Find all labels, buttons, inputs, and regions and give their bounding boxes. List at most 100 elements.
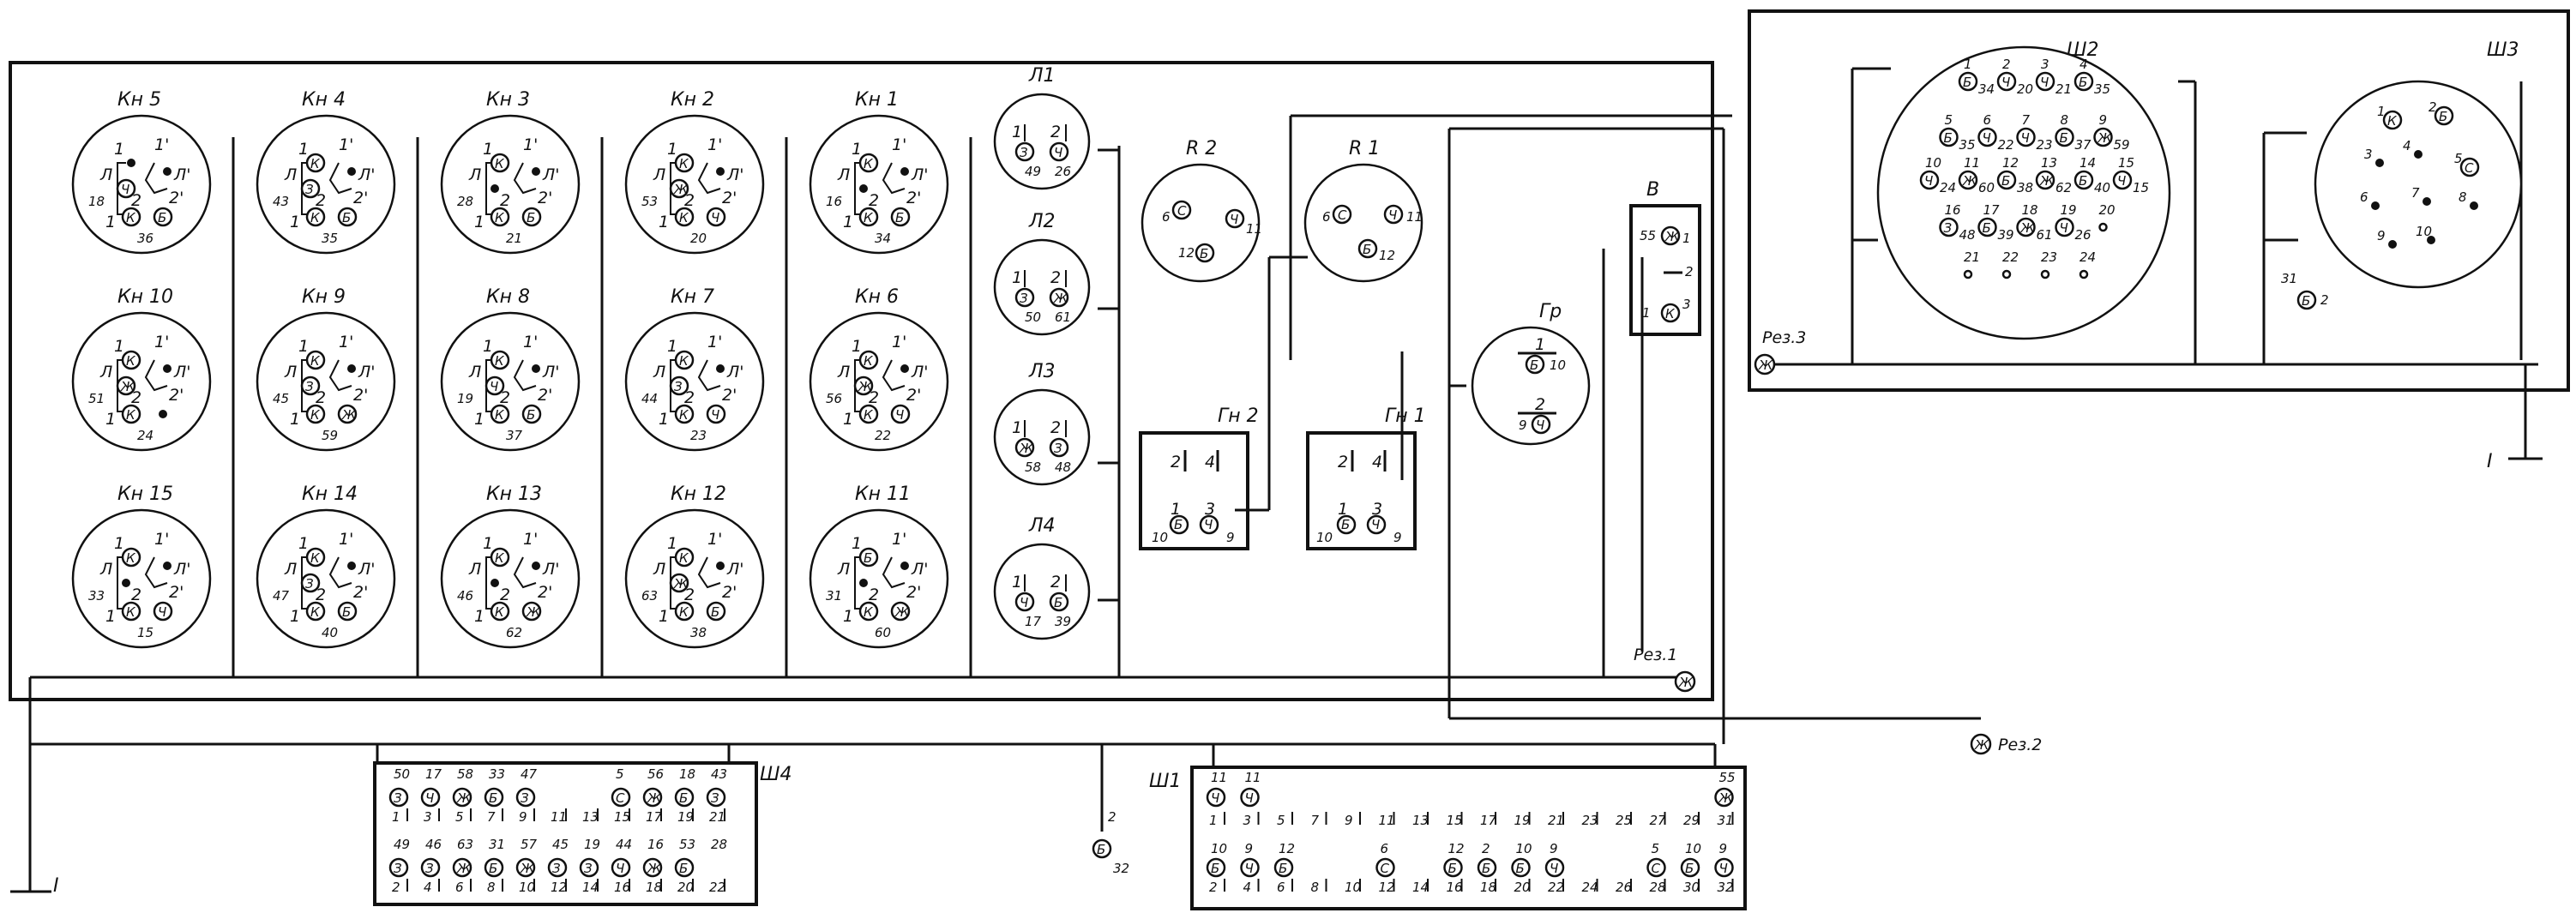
sh2-pin <box>2016 217 2036 237</box>
svg-text:1': 1' <box>523 135 538 154</box>
svg-text:Л: Л <box>99 560 112 579</box>
svg-text:31: 31 <box>826 588 842 604</box>
button-contact-2p <box>706 404 726 424</box>
svg-text:60: 60 <box>1978 180 1995 195</box>
svg-text:18: 18 <box>88 194 105 209</box>
svg-text:10: 10 <box>1211 841 1227 856</box>
svg-text:10: 10 <box>1345 880 1361 895</box>
svg-text:11: 11 <box>1246 221 1262 237</box>
svg-text:34: 34 <box>875 231 891 246</box>
svg-text:22: 22 <box>875 428 891 443</box>
svg-text:Ч: Ч <box>1211 790 1219 806</box>
sh1-pins-bottom-pin <box>1375 857 1395 878</box>
svg-text:10: 10 <box>519 880 535 895</box>
button-contact-1-letter: К <box>679 156 689 171</box>
svg-text:2': 2' <box>722 189 737 207</box>
svg-text:17: 17 <box>425 766 442 782</box>
svg-text:1: 1 <box>1012 573 1022 592</box>
svg-text:46: 46 <box>425 837 442 852</box>
svg-text:1: 1 <box>1964 57 1972 72</box>
svg-text:Ш1: Ш1 <box>1149 771 1182 792</box>
svg-text:1: 1 <box>659 607 669 626</box>
sh4-pins-bottom-pin <box>579 857 599 878</box>
connector-panel-frame <box>1748 9 2570 392</box>
button-contact-2-letter: К <box>495 604 505 620</box>
svg-text:1: 1 <box>298 534 309 553</box>
svg-text:11: 11 <box>1406 209 1423 225</box>
button-contact-l <box>853 375 874 396</box>
svg-text:24: 24 <box>137 428 153 443</box>
svg-text:2: 2 <box>316 388 326 407</box>
button-contact-2p <box>890 404 911 424</box>
svg-text:С: С <box>1338 207 1347 223</box>
sh2-pin <box>1996 170 2017 190</box>
svg-text:18: 18 <box>646 880 662 895</box>
svg-text:2: 2 <box>500 586 510 604</box>
svg-text:50: 50 <box>394 766 410 782</box>
svg-text:1: 1 <box>105 213 116 231</box>
svg-text:61: 61 <box>2037 227 2053 243</box>
svg-text:Б: Б <box>1944 130 1953 146</box>
svg-text:47: 47 <box>521 766 538 782</box>
svg-text:19: 19 <box>2061 202 2077 218</box>
svg-text:21: 21 <box>2055 81 2072 97</box>
lamp-terminal-2 <box>1049 287 1069 308</box>
svg-text:2: 2 <box>1685 264 1694 279</box>
svg-text:1: 1 <box>290 410 300 429</box>
svg-text:24: 24 <box>1940 180 1956 195</box>
svg-text:11: 11 <box>551 809 567 825</box>
svg-text:34: 34 <box>1978 81 1995 97</box>
svg-text:57: 57 <box>521 837 538 852</box>
button-body <box>71 508 212 649</box>
button-contact-1 <box>490 153 510 173</box>
svg-text:5: 5 <box>1945 112 1953 128</box>
svg-text:48: 48 <box>1055 460 1071 475</box>
svg-text:1: 1 <box>114 337 124 356</box>
button-title: Кн 9 <box>302 286 346 308</box>
lamp-terminal-1-letter: Ч <box>1020 595 1028 610</box>
button-contact-2-letter: К <box>310 604 321 620</box>
svg-text:1: 1 <box>483 534 493 553</box>
sh2-pin <box>2055 127 2074 147</box>
svg-text:23: 23 <box>690 428 707 443</box>
svg-text:59: 59 <box>2114 137 2130 153</box>
svg-text:Б: Б <box>1448 861 1457 876</box>
button-body <box>440 508 581 649</box>
svg-text:Л': Л' <box>358 165 376 184</box>
button-body <box>809 311 949 452</box>
button-contact-l-letter: Ж <box>673 576 689 592</box>
svg-text:Л: Л <box>653 560 665 579</box>
svg-text:2: 2 <box>500 191 510 210</box>
sh1-pins-bottom-pin <box>1443 857 1463 878</box>
svg-text:1: 1 <box>1338 500 1348 519</box>
sh1-pins-top-pin <box>1714 787 1734 808</box>
svg-text:2: 2 <box>1050 573 1061 592</box>
button-title: Кн 5 <box>117 89 161 111</box>
svg-text:62: 62 <box>506 625 522 640</box>
button-contact-l <box>669 573 689 593</box>
sh2-pin-empty <box>2040 269 2050 279</box>
button-contact-2 <box>305 404 326 424</box>
svg-text:Б: Б <box>2079 75 2087 90</box>
svg-text:5: 5 <box>455 809 464 825</box>
button-contact-2 <box>858 404 879 424</box>
svg-text:5: 5 <box>1277 813 1285 828</box>
button-contact-2p-letter: Б <box>895 210 904 225</box>
svg-text:1: 1 <box>1012 123 1022 141</box>
sh2-pin-empty <box>1963 269 1973 279</box>
svg-text:7: 7 <box>487 809 496 825</box>
svg-text:13: 13 <box>2041 155 2057 171</box>
button-body <box>809 508 949 649</box>
svg-text:28: 28 <box>1650 880 1666 895</box>
sh1-pins-bottom-pin <box>1206 857 1226 878</box>
svg-text:17: 17 <box>646 809 663 825</box>
svg-text:47: 47 <box>273 588 290 604</box>
svg-text:2: 2 <box>392 880 400 895</box>
sh2-pin <box>2016 127 2036 147</box>
button-body <box>624 508 765 649</box>
svg-text:Ш4: Ш4 <box>760 764 792 785</box>
svg-text:32: 32 <box>1718 880 1734 895</box>
svg-text:53: 53 <box>679 837 695 852</box>
